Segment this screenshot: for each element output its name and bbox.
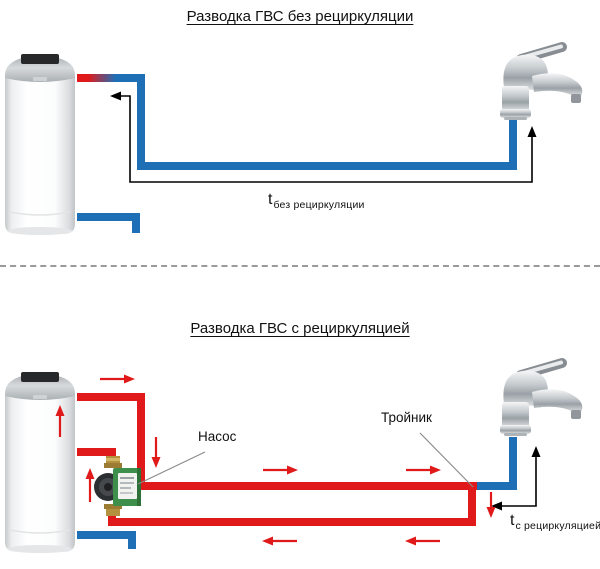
arrowhead-up-icon	[527, 126, 537, 137]
time-without-recirculation-label: tбез рециркуляции	[268, 191, 365, 211]
time-subscript: без рециркуляции	[273, 199, 365, 211]
pump-to-boiler-pipe	[77, 448, 116, 456]
arrowhead-left-icon	[491, 501, 502, 511]
cold-inlet-pipe-drop	[128, 531, 136, 549]
hot-supply-pipe	[77, 393, 139, 401]
travel-path-line	[501, 456, 537, 507]
return-pipe-drop	[468, 482, 476, 526]
flow-arrow-right-supply-1	[263, 465, 298, 475]
return-pipe-run	[110, 518, 476, 526]
cold-pipe-horizontal	[137, 162, 517, 170]
cold-pipe-vertical	[137, 74, 145, 170]
time-subscript: с рециркуляцией	[515, 520, 600, 532]
faucet-icon	[494, 42, 590, 122]
tee-leader-line	[419, 432, 474, 488]
water-heater-icon	[2, 368, 78, 554]
pump-outlet-pipe	[108, 508, 116, 526]
cold-inlet-pipe-drop	[132, 213, 140, 233]
tee-label: Тройник	[381, 410, 432, 425]
section-divider	[0, 265, 600, 267]
water-heater-icon	[2, 50, 78, 236]
flow-arrow-right-top	[100, 374, 135, 384]
flow-arrow-left-return-1	[262, 536, 297, 546]
hot-supply-pipe-run	[137, 482, 477, 490]
arrowhead-left-icon	[110, 91, 121, 101]
flow-arrow-down-riser	[151, 437, 161, 468]
time-with-recirculation-label: tс рециркуляцией	[510, 512, 600, 532]
flow-arrow-down-tee	[486, 492, 496, 518]
arrowhead-up-icon	[531, 446, 541, 457]
cold-inlet-pipe	[77, 213, 140, 221]
circulation-pump-icon	[93, 456, 143, 516]
time-symbol: t	[510, 512, 515, 529]
flow-arrow-left-return-2	[405, 536, 440, 546]
cold-inlet-pipe	[77, 531, 136, 539]
bottom-diagram-title: Разводка ГВС с рециркуляцией	[190, 320, 410, 337]
hot-supply-pipe-drop	[137, 393, 145, 490]
faucet-feed-pipe	[477, 482, 517, 490]
flow-arrow-right-supply-2	[406, 465, 441, 475]
faucet-icon	[494, 358, 590, 438]
hot-outlet-pipe	[77, 74, 139, 82]
top-diagram-title: Разводка ГВС без рециркуляции	[186, 8, 414, 25]
pump-leader-line	[137, 451, 206, 485]
time-symbol: t	[268, 191, 273, 208]
pump-label: Насос	[198, 429, 237, 444]
faucet-riser-pipe	[509, 120, 517, 170]
